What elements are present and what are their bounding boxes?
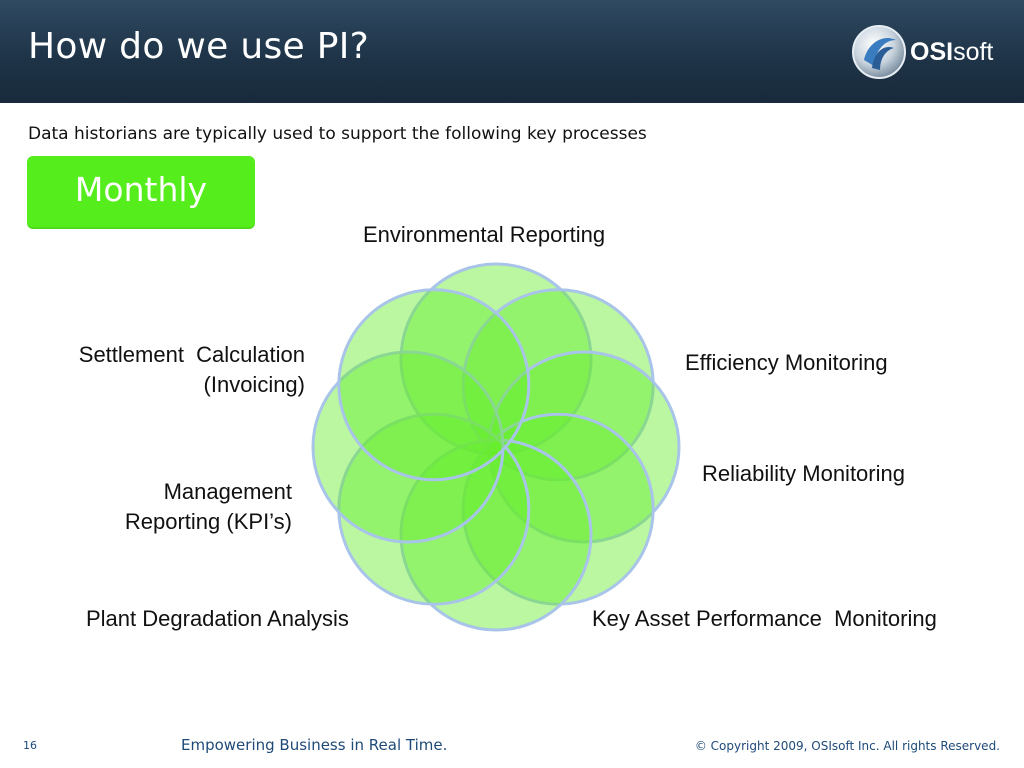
rosette-circle (311, 350, 505, 544)
label-efficiency-monitoring: Efficiency Monitoring (685, 350, 888, 375)
rosette-circle (461, 288, 655, 482)
label-key-asset-performance-monitoring: Key Asset Performance Monitoring (592, 606, 937, 631)
slide-subtitle: Data historians are typically used to su… (28, 124, 647, 144)
label-settlement-calculation: Settlement Calculation (Invoicing) (78, 342, 305, 397)
slide-title: How do we use PI? (28, 26, 370, 67)
label-reliability-monitoring: Reliability Monitoring (702, 461, 905, 486)
label-management-reporting: Management Reporting (KPI’s) (124, 479, 292, 534)
monthly-badge: Monthly (27, 156, 255, 229)
osisoft-logo: OSIsoft (850, 22, 1010, 82)
rosette-circle (461, 412, 655, 606)
osisoft-logo-mark-icon (852, 25, 906, 79)
rosette-circle (399, 438, 593, 632)
logo-wordmark: OSIsoft (910, 38, 994, 66)
badge-label: Monthly (74, 170, 208, 209)
footer-tagline: Empowering Business in Real Time. (181, 736, 448, 754)
rosette-circle (399, 262, 593, 456)
rosette-circle (337, 288, 531, 482)
rosette-circle (487, 350, 681, 544)
rosette-circle (337, 412, 531, 606)
label-plant-degradation-analysis: Plant Degradation Analysis (86, 606, 349, 631)
footer-copyright: © Copyright 2009, OSIsoft Inc. All right… (694, 739, 1000, 753)
label-environmental-reporting: Environmental Reporting (363, 222, 606, 247)
page-number: 16 (23, 739, 37, 752)
title-bar: How do we use PI? OSIsoft (0, 0, 1024, 103)
